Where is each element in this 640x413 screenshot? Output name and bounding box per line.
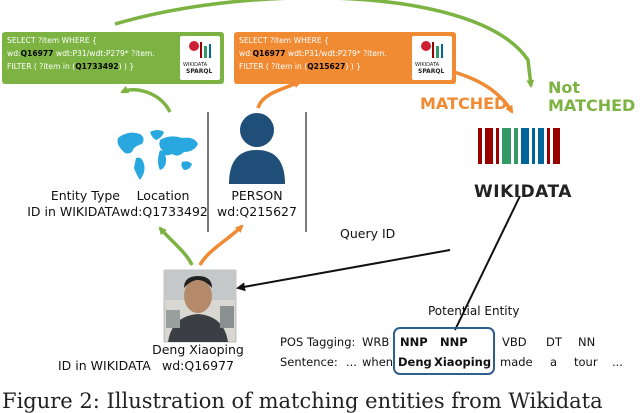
wikidata-logo-icon bbox=[478, 128, 560, 164]
green-query-line-3: FILTER ( ?item in (Q1733492) ) } bbox=[7, 62, 135, 71]
sparql-logo-line-1: WIKIDATA bbox=[183, 62, 208, 68]
pos-tag-nnp-2: NNP bbox=[440, 335, 468, 349]
sentence-word-when: when bbox=[362, 355, 394, 369]
orange-query-line-3: FILTER ( ?item in (Q215627) ) } bbox=[239, 62, 361, 71]
pos-tag-dt: DT bbox=[546, 335, 562, 349]
figure-caption: Figure 2: Illustration of matching entit… bbox=[2, 389, 603, 413]
location-label: Location wd:Q1733492 bbox=[120, 188, 208, 219]
sparql-logo-graphic bbox=[421, 41, 443, 58]
not-label: Not bbox=[548, 78, 581, 97]
green-query-type-id: Q1733492 bbox=[75, 62, 119, 71]
sentence-word-deng: Deng bbox=[398, 355, 432, 369]
orange-query-line-1: SELECT ?item WHERE { bbox=[239, 36, 329, 45]
deng-xiaoping-label: Deng Xiaoping wd:Q16977 bbox=[152, 342, 244, 373]
sentence-label: Sentence: bbox=[280, 355, 338, 369]
matched-label: MATCHED bbox=[420, 94, 508, 113]
sentence-ellipsis-end: ... bbox=[612, 355, 623, 369]
potential-entity-box bbox=[393, 327, 495, 375]
orange-query-type-id: Q215627 bbox=[307, 62, 346, 71]
green-query-line-1: SELECT ?item WHERE { bbox=[7, 36, 97, 45]
sentence-ellipsis-start: ... bbox=[346, 355, 357, 369]
orange-query-subject-id: Q16977 bbox=[252, 49, 286, 58]
query-id-arrow bbox=[236, 249, 451, 292]
query-id-label: Query ID bbox=[340, 226, 396, 241]
pos-tag-wrb: WRB bbox=[362, 335, 390, 349]
sparql-logo-icon: WIKIDATA SPARQL bbox=[180, 36, 220, 80]
green-query-subject-id: Q16977 bbox=[20, 49, 54, 58]
sentence-word-made: made bbox=[500, 355, 533, 369]
sentence-word-a: a bbox=[550, 355, 558, 369]
sparql-logo-line-2: SPARQL bbox=[418, 68, 445, 75]
sparql-logo-line-2: SPARQL bbox=[186, 68, 213, 75]
sparql-logo-line-1: WIKIDATA bbox=[415, 62, 440, 68]
pos-tag-nn: NN bbox=[578, 335, 596, 349]
person-label: PERSON wd:Q215627 bbox=[217, 188, 297, 219]
pos-tagging-label: POS Tagging: bbox=[280, 335, 356, 349]
green-up-arrow bbox=[120, 85, 172, 113]
wikidata-wordmark: WIKIDATA bbox=[474, 182, 572, 202]
not-matched-label: MATCHED bbox=[548, 96, 636, 115]
green-arc-arrow bbox=[114, 0, 535, 88]
orange-up-arrow bbox=[256, 80, 302, 109]
id-in-wikidata-label: ID in WIKIDATA bbox=[58, 358, 151, 373]
sparql-logo-icon: WIKIDATA SPARQL bbox=[412, 36, 452, 80]
world-map-icon bbox=[117, 130, 198, 180]
green-query-line-2: wd:Q16977 wdt:P31/wdt:P279* ?item. bbox=[7, 49, 155, 58]
entity-type-label: Entity Type ID in WIKIDATA bbox=[27, 188, 120, 219]
potential-entity-label: Potential Entity bbox=[428, 304, 520, 318]
orange-photo-arrow bbox=[198, 224, 244, 266]
pos-tag-nnp-1: NNP bbox=[400, 335, 428, 349]
green-sparql-query-box: SELECT ?item WHERE { wd:Q16977 wdt:P31/w… bbox=[2, 32, 224, 84]
pos-tag-vbd: VBD bbox=[502, 335, 527, 349]
deng-xiaoping-photo bbox=[163, 269, 237, 343]
orange-sparql-query-box: SELECT ?item WHERE { wd:Q16977 wdt:P31/w… bbox=[234, 32, 456, 84]
sentence-word-xiaoping: Xiaoping bbox=[434, 355, 492, 369]
sentence-word-tour: tour bbox=[574, 355, 598, 369]
wikidata-to-entity-line bbox=[454, 195, 521, 331]
sparql-logo-graphic bbox=[189, 41, 211, 58]
person-icon bbox=[229, 113, 285, 184]
orange-query-line-2: wd:Q16977 wdt:P31/wdt:P279* ?item. bbox=[239, 49, 387, 58]
green-photo-arrow bbox=[158, 226, 194, 266]
